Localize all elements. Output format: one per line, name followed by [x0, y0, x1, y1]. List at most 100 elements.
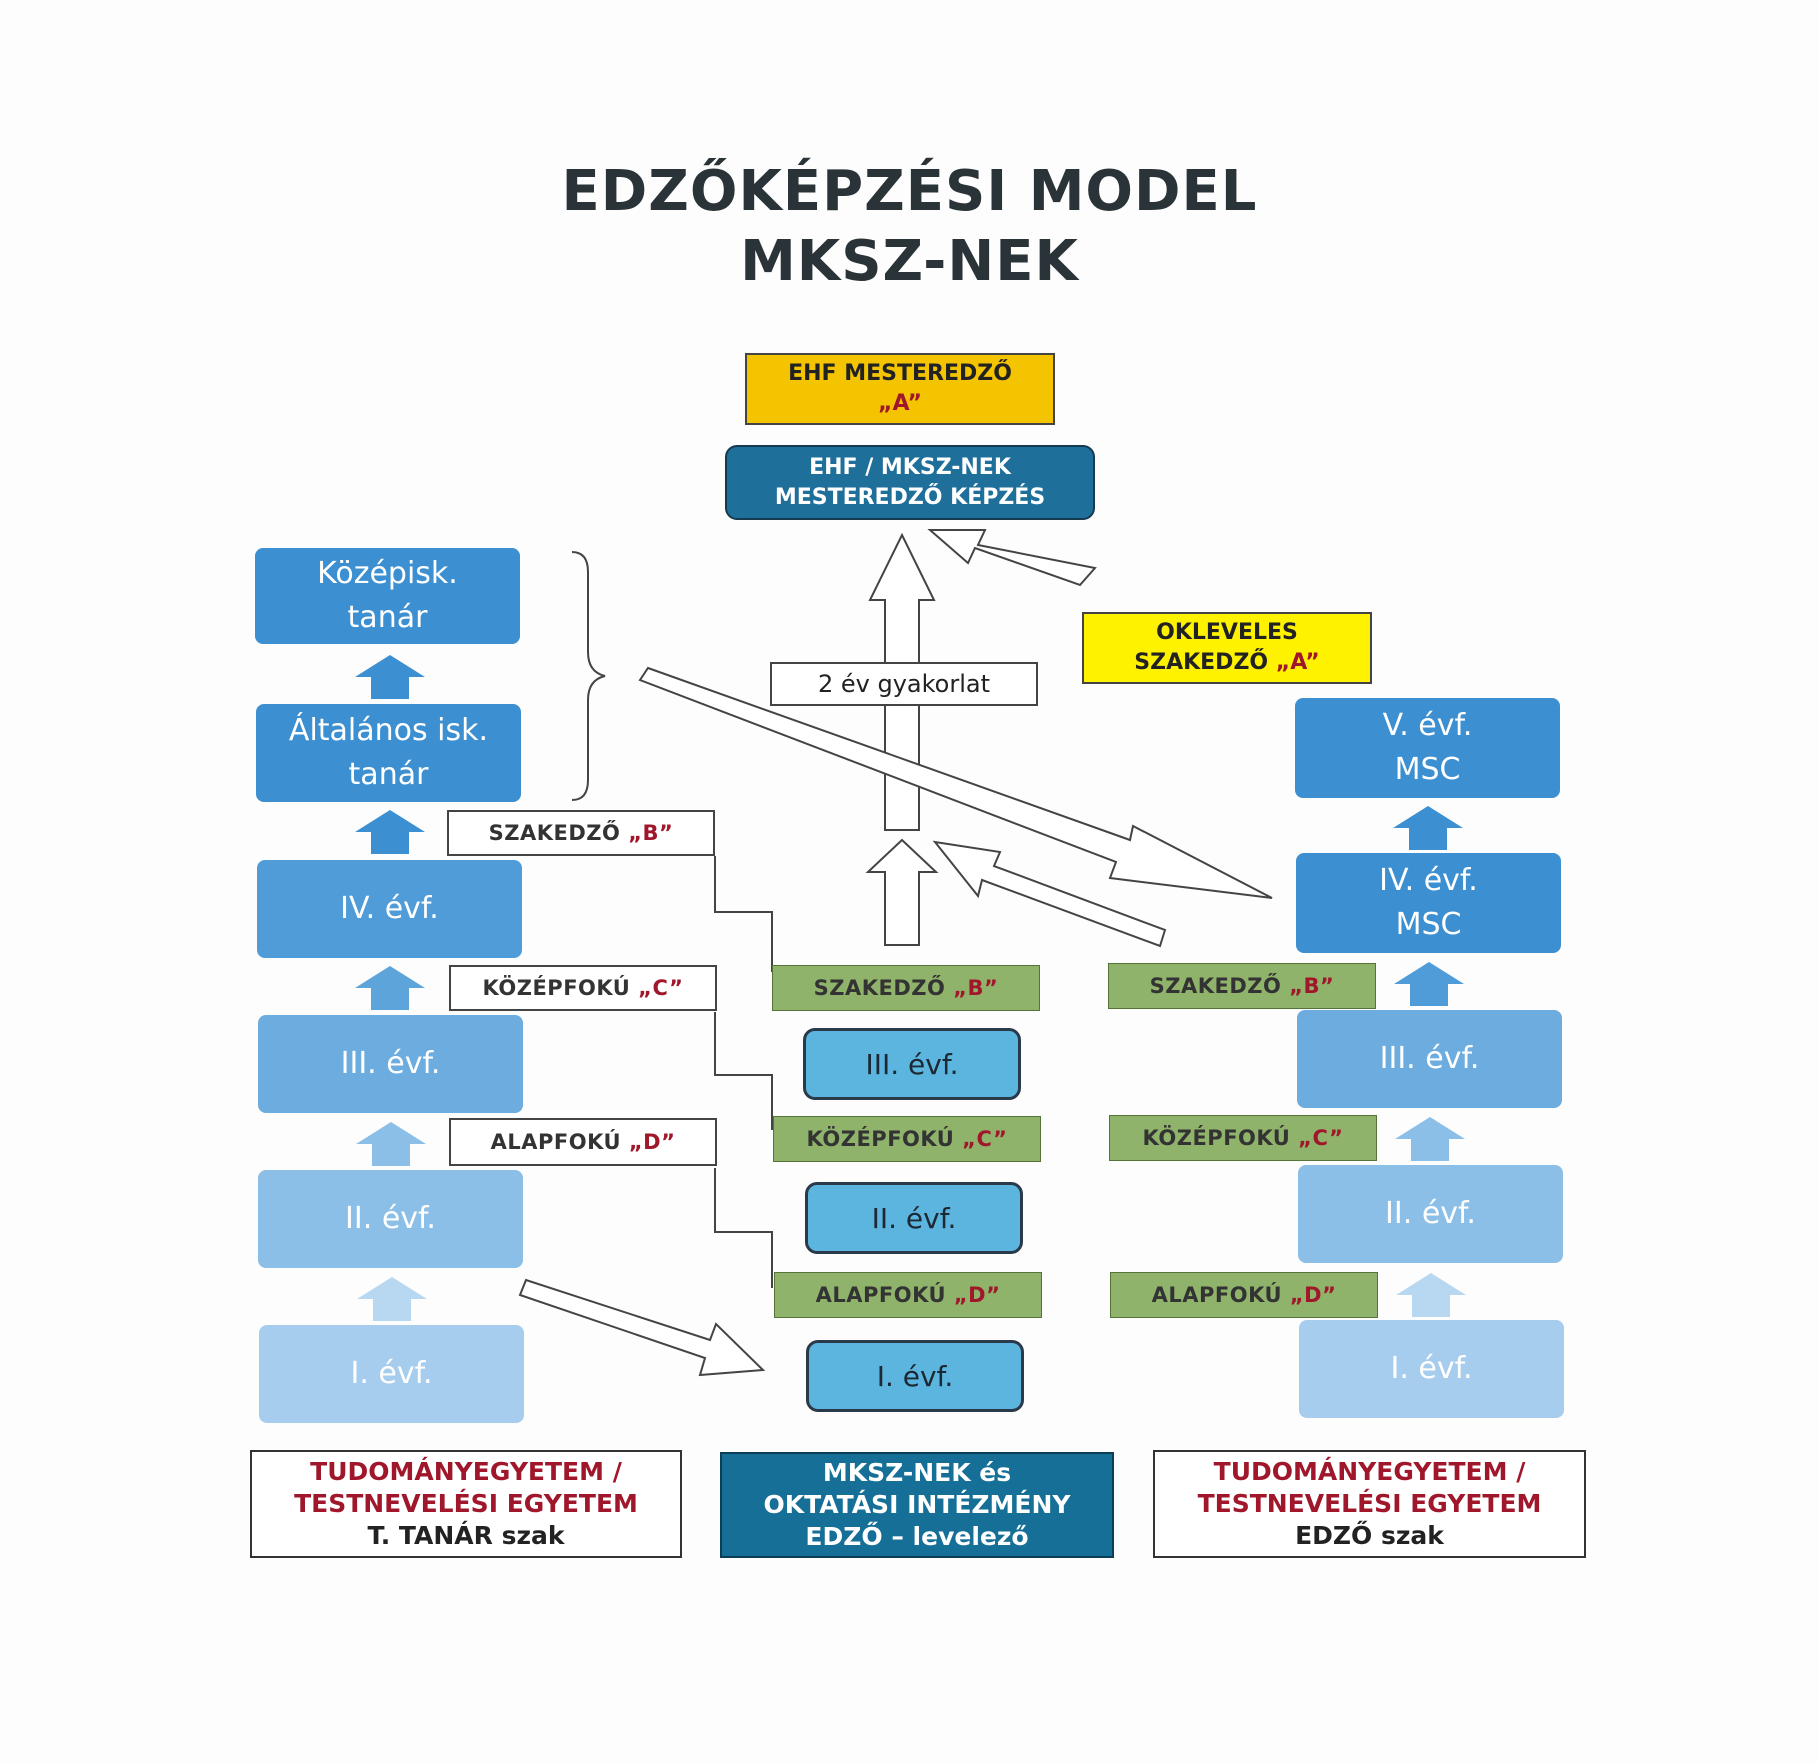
right-level-b-grade: „B” — [1289, 974, 1335, 998]
ehf-master-badge: EHF MESTEREDZŐ „A” — [745, 353, 1055, 425]
left-box-iii: III. évf. — [258, 1015, 523, 1113]
mid-level-b-grade: „B” — [953, 976, 999, 1000]
left-box-1-line1: Általános isk. — [288, 713, 489, 748]
left-level-c: KÖZÉPFOKÚ „C” — [449, 965, 717, 1011]
right-level-d-content: ALAPFOKÚ „D” — [1152, 1283, 1337, 1307]
right-box-0-line2: MSC — [1394, 752, 1461, 787]
left-level-b-text: SZAKEDZŐ — [488, 821, 629, 845]
mid-level-b-text: SZAKEDZŐ — [813, 976, 954, 1000]
right-level-b-content: SZAKEDZŐ „B” — [1150, 974, 1335, 998]
right-box-1-line2: MSC — [1395, 907, 1462, 942]
left-level-b-grade: „B” — [628, 821, 674, 845]
ehf-master-course: EHF / MKSZ-NEK MESTEREDZŐ KÉPZÉS — [725, 445, 1095, 520]
step-line-b — [714, 856, 773, 972]
left-box-5-line1: I. évf. — [350, 1356, 433, 1391]
mid-box-i: I. évf. — [806, 1340, 1024, 1412]
mid-box-ii: II. évf. — [805, 1182, 1023, 1254]
right-box-0-line1: V. évf. — [1382, 708, 1473, 743]
footer-right-university: TUDOMÁNYEGYETEM / TESTNEVELÉSI EGYETEM E… — [1153, 1450, 1586, 1558]
right-box-v-msc: V. évf. MSC — [1295, 698, 1560, 798]
left-box-i: I. évf. — [259, 1325, 524, 1423]
left-box-0-line1: Középisk. — [317, 556, 458, 591]
right-box-i: I. évf. — [1299, 1320, 1564, 1418]
diag-arrow-msc-mid — [932, 840, 1167, 948]
left-box-iv: IV. évf. — [257, 860, 522, 958]
mid-level-b-content: SZAKEDZŐ „B” — [814, 976, 999, 1000]
left-box-4-line1: II. évf. — [345, 1201, 436, 1236]
left-box-3-line1: III. évf. — [340, 1046, 441, 1081]
left-box-0-line2: tanár — [347, 600, 428, 635]
ehf-course-line2: MESTEREDZŐ KÉPZÉS — [774, 484, 1046, 510]
left-level-d: ALAPFOKÚ „D” — [449, 1118, 717, 1166]
diag-arrow-left-mid — [518, 1278, 766, 1377]
mid-box-0-line1: III. évf. — [865, 1047, 959, 1081]
mid-level-c-text: KÖZÉPFOKÚ — [806, 1127, 963, 1151]
step-line-c — [714, 1012, 773, 1130]
mid-box-2-line1: I. évf. — [876, 1359, 954, 1393]
footer-left-line3: T. TANÁR szak — [367, 1521, 565, 1550]
left-box-secondary-teacher: Középisk. tanár — [255, 548, 520, 644]
left-level-c-grade: „C” — [638, 976, 684, 1000]
right-level-b-text: SZAKEDZŐ — [1149, 974, 1290, 998]
right-up-arrow-2 — [1394, 962, 1464, 1006]
left-level-b-content: SZAKEDZŐ „B” — [489, 821, 674, 845]
footer-right-line3: EDZŐ szak — [1295, 1521, 1444, 1550]
diagram-title-line1: EDZŐKÉPZÉSI MODEL — [561, 159, 1258, 224]
right-up-arrow-3 — [1395, 1117, 1465, 1161]
right-box-3-line1: II. évf. — [1385, 1196, 1476, 1231]
right-box-2-line1: III. évf. — [1379, 1041, 1480, 1076]
footer-left-line1: TUDOMÁNYEGYETEM / — [310, 1457, 622, 1486]
right-level-b: SZAKEDZŐ „B” — [1108, 963, 1376, 1009]
right-box-1-line1: IV. évf. — [1379, 863, 1478, 898]
ehf-master-label: EHF MESTEREDZŐ — [788, 361, 1012, 386]
mid-box-1-line1: II. évf. — [871, 1201, 957, 1235]
footer-right-line1: TUDOMÁNYEGYETEM / — [1213, 1457, 1526, 1486]
okleveles-text: SZAKEDZŐ — [1134, 650, 1276, 675]
diag-arrow-okleveles — [927, 529, 1097, 587]
left-level-d-grade: „D” — [628, 1130, 676, 1154]
ehf-course-line1: EHF / MKSZ-NEK — [809, 454, 1011, 480]
footer-middle-mksz: MKSZ-NEK és OKTATÁSI INTÉZMÉNY EDZŐ – le… — [720, 1452, 1114, 1558]
brace — [571, 551, 606, 801]
lower-up-arrow — [865, 838, 939, 946]
mid-level-d-content: ALAPFOKÚ „D” — [816, 1283, 1001, 1307]
left-up-arrow-2 — [355, 810, 425, 854]
mid-level-b: SZAKEDZŐ „B” — [772, 965, 1040, 1011]
right-box-4-line1: I. évf. — [1390, 1351, 1473, 1386]
okleveles-grade: „A” — [1275, 650, 1320, 675]
right-up-arrow-1 — [1393, 806, 1463, 850]
right-up-arrow-4 — [1396, 1273, 1466, 1317]
left-up-arrow-3 — [355, 966, 425, 1010]
left-up-arrow-1 — [355, 655, 425, 699]
right-box-iii: III. évf. — [1297, 1010, 1562, 1108]
right-level-c-grade: „C” — [1298, 1126, 1344, 1150]
mid-level-d-grade: „D” — [953, 1283, 1001, 1307]
diagram-title-line2: MKSZ-NEK — [740, 229, 1079, 294]
okleveles-line1: OKLEVELES — [1156, 620, 1298, 645]
left-box-2-line1: IV. évf. — [340, 891, 439, 926]
right-level-d-text: ALAPFOKÚ — [1151, 1283, 1290, 1307]
right-level-d-grade: „D” — [1289, 1283, 1337, 1307]
okleveles-line2: SZAKEDZŐ „A” — [1134, 648, 1319, 678]
practice-label: 2 év gyakorlat — [770, 662, 1038, 706]
left-up-arrow-5 — [357, 1277, 427, 1321]
footer-right-line2: TESTNEVELÉSI EGYETEM — [1197, 1489, 1542, 1518]
left-up-arrow-4 — [356, 1122, 426, 1166]
mid-level-d: ALAPFOKÚ „D” — [774, 1272, 1042, 1318]
left-box-primary-teacher: Általános isk. tanár — [256, 704, 521, 802]
left-level-d-text: ALAPFOKÚ — [490, 1130, 629, 1154]
right-level-d: ALAPFOKÚ „D” — [1110, 1272, 1378, 1318]
diag-arrow-teacher-msc — [638, 666, 1273, 899]
okleveles-badge: OKLEVELES SZAKEDZŐ „A” — [1082, 612, 1372, 684]
step-line-d — [714, 1168, 773, 1288]
left-level-c-text: KÖZÉPFOKÚ — [482, 976, 639, 1000]
left-box-1-line2: tanár — [348, 757, 429, 792]
left-level-c-content: KÖZÉPFOKÚ „C” — [483, 976, 684, 1000]
left-level-b: SZAKEDZŐ „B” — [447, 810, 715, 856]
ehf-master-grade: „A” — [878, 391, 922, 416]
footer-middle-line2: OKTATÁSI INTÉZMÉNY — [763, 1490, 1071, 1519]
right-box-ii: II. évf. — [1298, 1165, 1563, 1263]
footer-middle-line1: MKSZ-NEK és — [822, 1458, 1012, 1487]
mid-level-d-text: ALAPFOKÚ — [815, 1283, 954, 1307]
footer-left-university: TUDOMÁNYEGYETEM / TESTNEVELÉSI EGYETEM T… — [250, 1450, 682, 1558]
